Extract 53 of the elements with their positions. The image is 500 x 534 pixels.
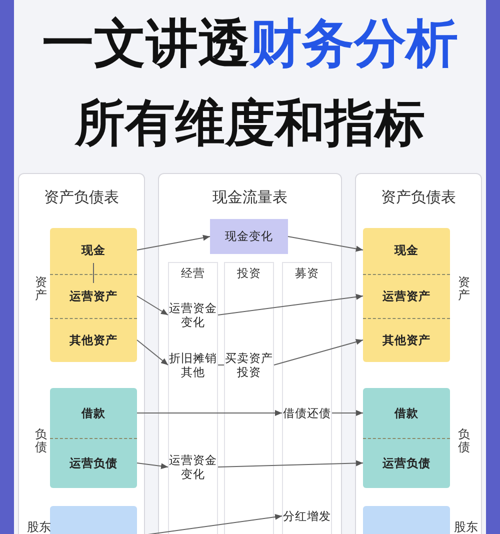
side-label: 负债: [35, 428, 47, 454]
arrow: [332, 410, 364, 416]
arrow: [136, 340, 168, 366]
side-label: 股东: [27, 519, 51, 534]
arrow: [218, 294, 364, 316]
column-strip: [168, 262, 218, 534]
arrow: [136, 234, 210, 250]
column-header: 经营: [180, 266, 206, 281]
column-strip: [224, 262, 274, 534]
category-box: [363, 228, 450, 362]
flow-item: 借债还债: [282, 404, 332, 422]
item-label: 运营负债: [363, 450, 450, 476]
category-box: [363, 388, 450, 488]
item-label: 运营资产: [50, 283, 137, 309]
table-panel: [355, 173, 482, 534]
arrow: [136, 296, 168, 316]
connector-line: [93, 262, 94, 284]
flow-item: 分红增发: [282, 507, 332, 525]
column-header: 投资: [236, 266, 262, 281]
item-label: 运营资产: [363, 283, 450, 309]
panel-title: 资产负债表: [380, 188, 457, 207]
table-panel: [158, 173, 342, 534]
connector-line: [218, 364, 224, 366]
item-label: 现金: [363, 237, 450, 263]
side-label: 资产: [35, 276, 47, 302]
flow-item: 折旧摊销其他: [168, 350, 218, 380]
side-label: 负债: [458, 428, 470, 454]
column-strip: [282, 262, 332, 534]
title: 一文讲透财务分析: [41, 13, 459, 76]
category-box: [50, 388, 137, 488]
arrow: [274, 339, 364, 366]
flow-item: 买卖资产投资: [224, 350, 274, 380]
arrow: [136, 462, 168, 470]
arrow: [218, 460, 364, 468]
process-box: 现金变化: [210, 219, 288, 254]
item-label: 现金: [50, 237, 137, 263]
item-label: 运营负债: [50, 450, 137, 476]
category-box: [50, 228, 137, 362]
arrow: [288, 236, 364, 252]
flow-item: 运营资金变化: [168, 300, 218, 330]
column-header: 募资: [294, 266, 320, 281]
arrow: [136, 410, 282, 416]
item-label: 其他资产: [50, 327, 137, 353]
item-label: 借款: [363, 400, 450, 426]
item-label: 其他资产: [363, 327, 450, 353]
flow-item: 运营资金变化: [168, 452, 218, 482]
panel-title: 现金流量表: [212, 188, 288, 207]
subtitle: 所有维度和指标: [74, 93, 426, 154]
side-label: 股东: [454, 519, 478, 534]
side-label: 资产: [458, 276, 470, 302]
table-panel: [18, 173, 145, 534]
item-label: 借款: [50, 400, 137, 426]
panel-title: 资产负债表: [43, 188, 120, 207]
